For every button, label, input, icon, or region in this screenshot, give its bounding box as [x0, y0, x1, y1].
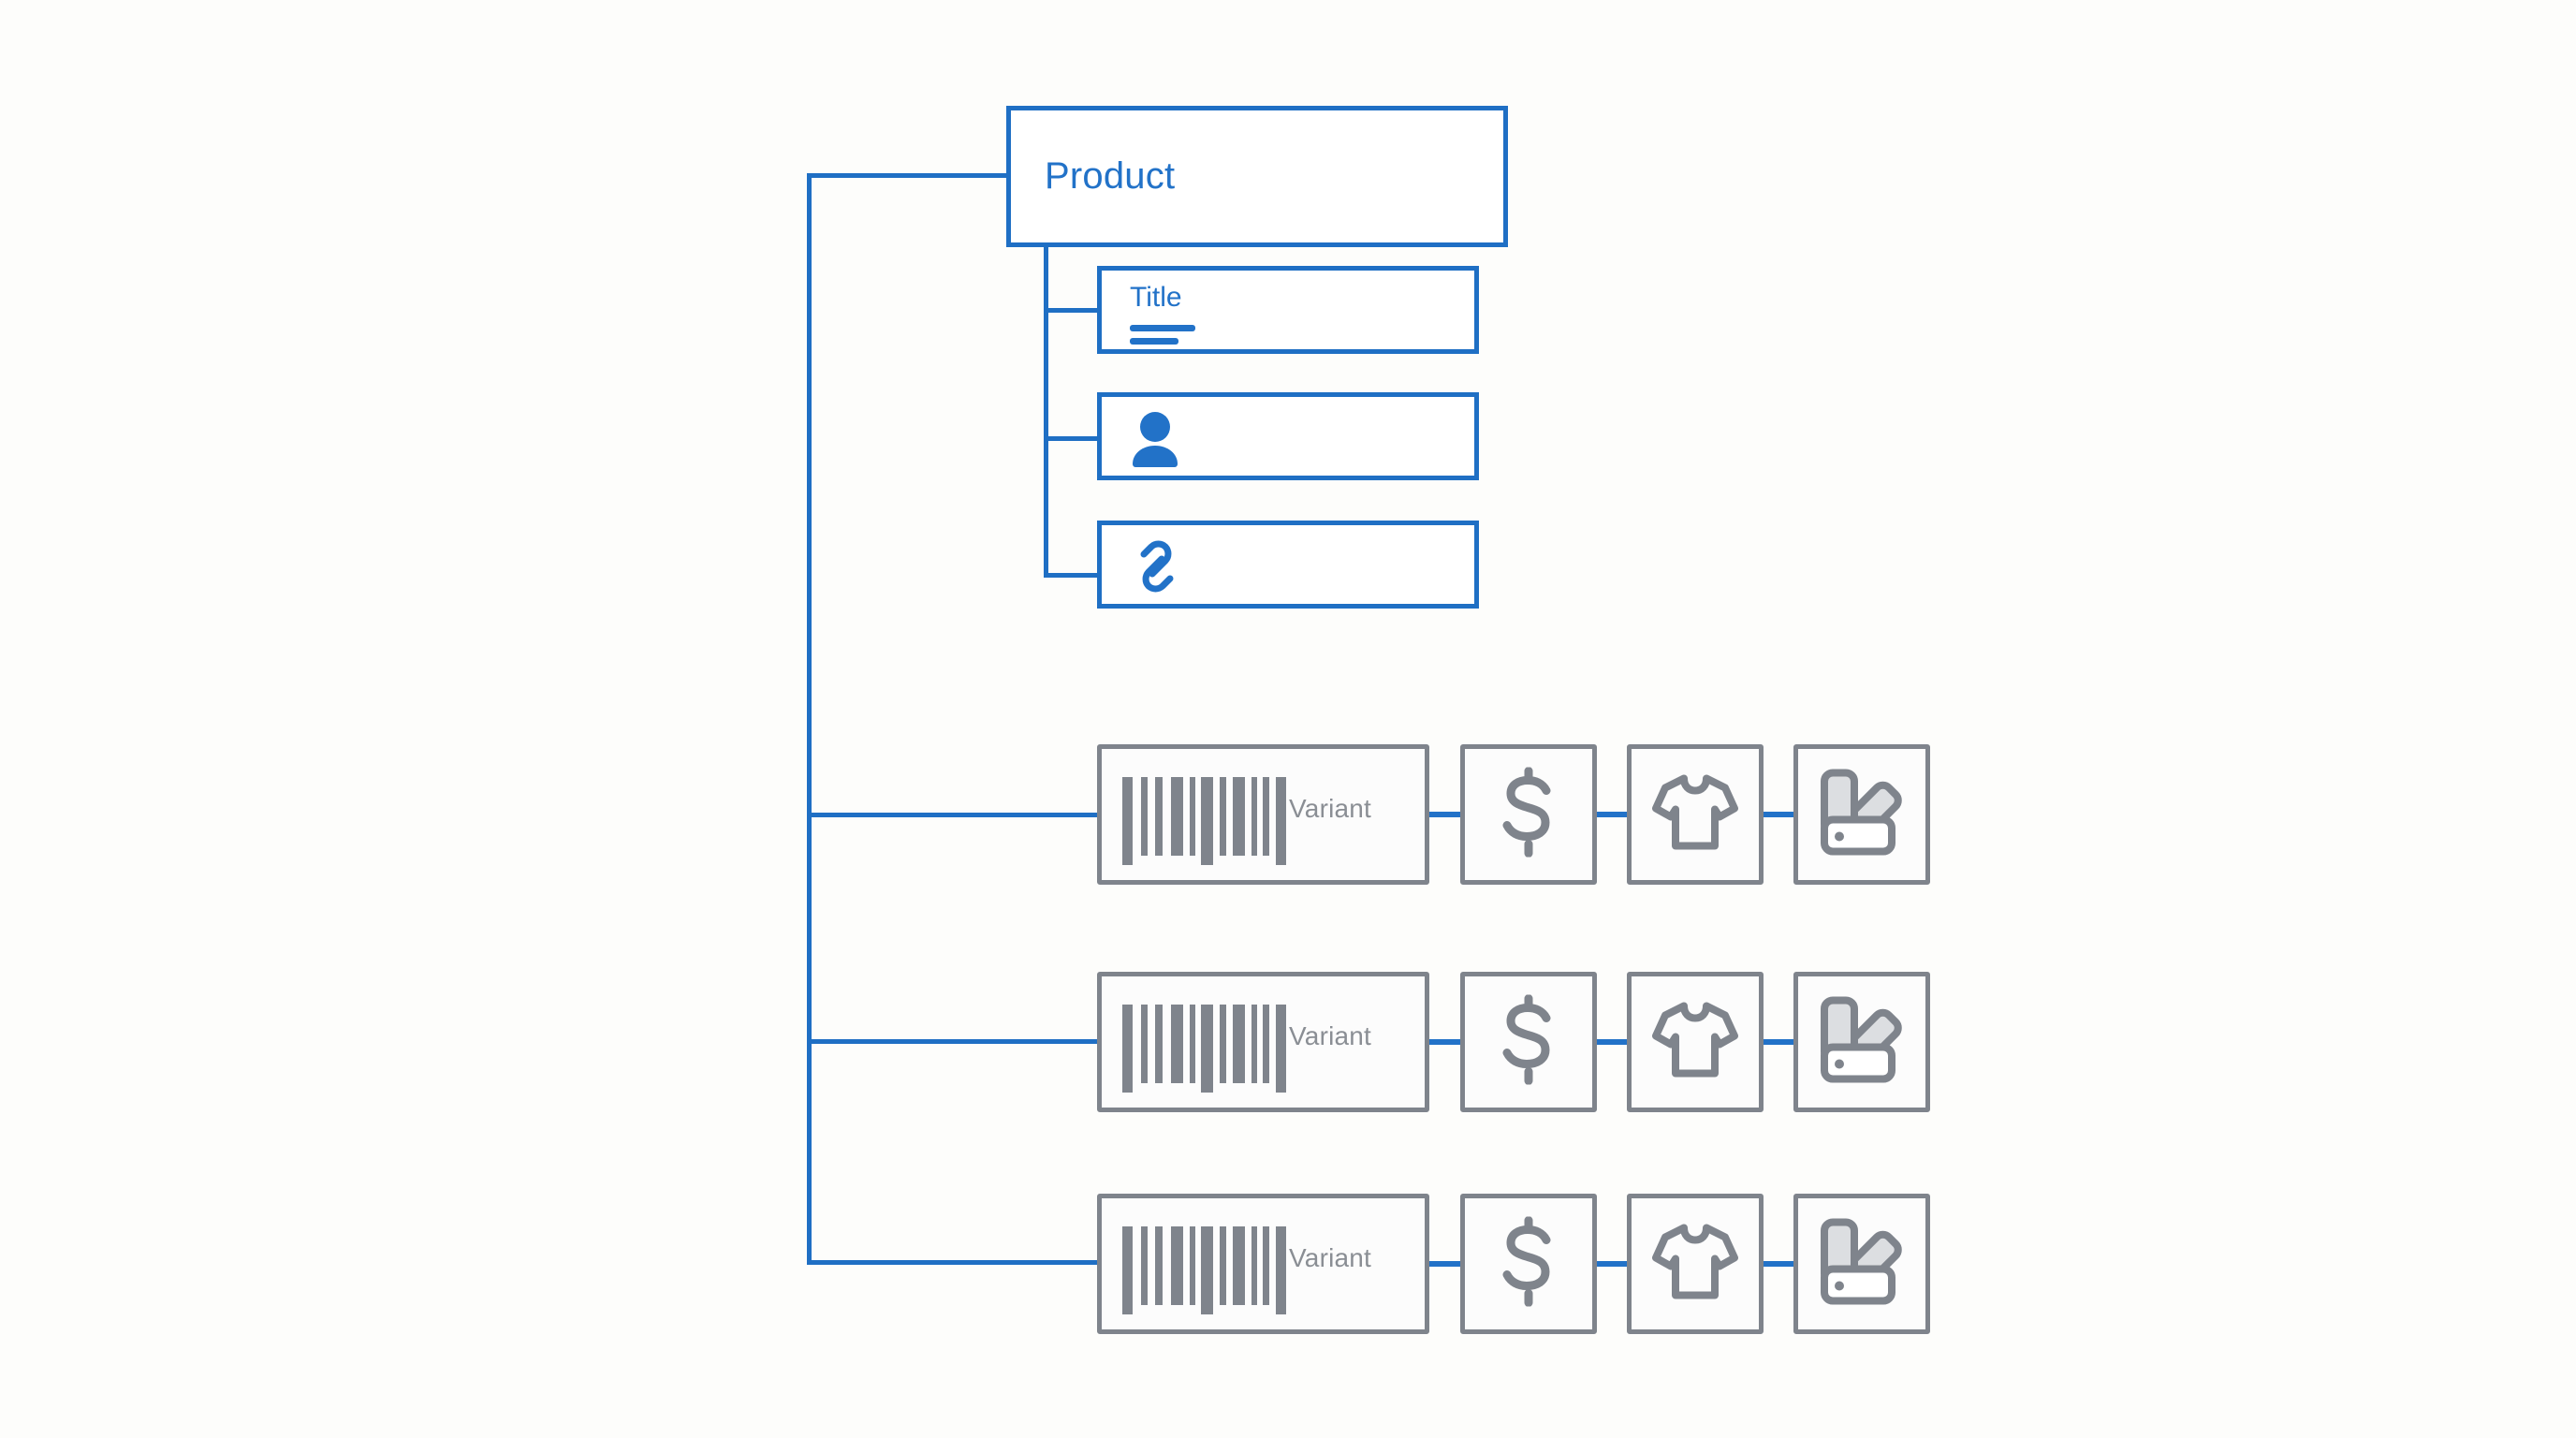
variant-attribute-price[interactable] — [1460, 744, 1597, 885]
connector-variant-attribute — [1429, 1039, 1460, 1045]
connector-variant-attribute — [1764, 1039, 1793, 1045]
barcode-bar — [1233, 777, 1245, 856]
connector-variant-1 — [807, 813, 1100, 817]
attribute-node-title[interactable]: Title — [1097, 266, 1479, 354]
barcode-bar — [1155, 777, 1163, 856]
attribute-node-owner[interactable] — [1097, 392, 1479, 480]
person-icon — [1128, 411, 1182, 474]
barcode-bar — [1251, 1226, 1257, 1305]
tshirt-icon — [1650, 1217, 1740, 1312]
barcode-bar — [1201, 1226, 1213, 1314]
attribute-label-title: Title — [1130, 282, 1182, 313]
barcode-bar — [1190, 777, 1195, 856]
variant-attribute-color[interactable] — [1793, 972, 1930, 1112]
variant-node[interactable]: Variant — [1097, 744, 1429, 885]
dollar-icon — [1496, 767, 1561, 862]
barcode-bar — [1122, 1226, 1133, 1314]
dollar-icon — [1496, 1216, 1561, 1312]
text-lines-icon — [1130, 325, 1195, 331]
barcode-bar — [1233, 1005, 1245, 1083]
product-label: Product — [1045, 155, 1176, 197]
barcode-bar — [1263, 1005, 1269, 1083]
connector-attr-owner — [1044, 436, 1102, 441]
product-node[interactable]: Product — [1006, 106, 1508, 247]
barcode-bar — [1251, 1005, 1257, 1083]
barcode-bar — [1263, 1226, 1269, 1305]
link-icon — [1128, 536, 1186, 601]
connector-attr-stub-vertical — [1044, 245, 1048, 578]
barcode-bar — [1263, 777, 1269, 856]
connector-variant-attribute — [1597, 1039, 1627, 1045]
barcode-bar — [1141, 777, 1148, 856]
connector-variant-attribute — [1764, 812, 1793, 817]
variant-attribute-color[interactable] — [1793, 1194, 1930, 1334]
barcode-bar — [1155, 1005, 1163, 1083]
color-swatch-icon — [1819, 1217, 1905, 1312]
barcode-bar — [1201, 1005, 1213, 1093]
barcode-bar — [1251, 777, 1257, 856]
barcode-bar — [1233, 1226, 1245, 1305]
barcode-bar — [1141, 1226, 1148, 1305]
barcode-bar — [1276, 1005, 1286, 1093]
color-swatch-icon — [1819, 768, 1905, 862]
color-swatch-icon — [1819, 995, 1905, 1090]
connector-variant-attribute — [1429, 1261, 1460, 1267]
barcode-bar — [1141, 1005, 1148, 1083]
dollar-icon — [1496, 994, 1561, 1090]
barcode-bar — [1155, 1226, 1163, 1305]
variant-attribute-price[interactable] — [1460, 972, 1597, 1112]
barcode-bar — [1190, 1226, 1195, 1305]
text-lines-icon-second — [1130, 338, 1178, 345]
variant-attribute-apparel[interactable] — [1627, 972, 1764, 1112]
connector-variant-2 — [807, 1039, 1100, 1044]
barcode-bar — [1122, 777, 1133, 865]
barcode-bar — [1171, 777, 1183, 856]
connector-attr-link — [1044, 573, 1102, 578]
barcode-bar — [1190, 1005, 1195, 1083]
variant-node[interactable]: Variant — [1097, 1194, 1429, 1334]
variant-attribute-price[interactable] — [1460, 1194, 1597, 1334]
barcode-bar — [1171, 1226, 1183, 1305]
connector-product-horizontal — [807, 173, 1008, 178]
barcode-bar — [1220, 1005, 1226, 1083]
connector-variant-attribute — [1597, 812, 1627, 817]
attribute-node-link[interactable] — [1097, 521, 1479, 609]
connector-variant-attribute — [1764, 1261, 1793, 1267]
barcode-bar — [1220, 1226, 1226, 1305]
variant-label: Variant — [1289, 1243, 1372, 1272]
connector-variant-3 — [807, 1260, 1100, 1265]
barcode-bar — [1276, 1226, 1286, 1314]
barcode-bar — [1122, 1005, 1133, 1093]
connector-variant-attribute — [1597, 1261, 1627, 1267]
barcode-bar — [1220, 777, 1226, 856]
variant-label: Variant — [1289, 794, 1372, 823]
tshirt-icon — [1650, 995, 1740, 1090]
variant-attribute-apparel[interactable] — [1627, 744, 1764, 885]
connector-variant-attribute — [1429, 812, 1460, 817]
variant-attribute-color[interactable] — [1793, 744, 1930, 885]
connector-trunk-vertical — [807, 173, 812, 1265]
barcode-bar — [1276, 777, 1286, 865]
variant-node[interactable]: Variant — [1097, 972, 1429, 1112]
tshirt-icon — [1650, 768, 1740, 862]
variant-label: Variant — [1289, 1021, 1372, 1050]
barcode-bar — [1171, 1005, 1183, 1083]
barcode-bar — [1201, 777, 1213, 865]
variant-attribute-apparel[interactable] — [1627, 1194, 1764, 1334]
connector-attr-title — [1044, 308, 1102, 313]
